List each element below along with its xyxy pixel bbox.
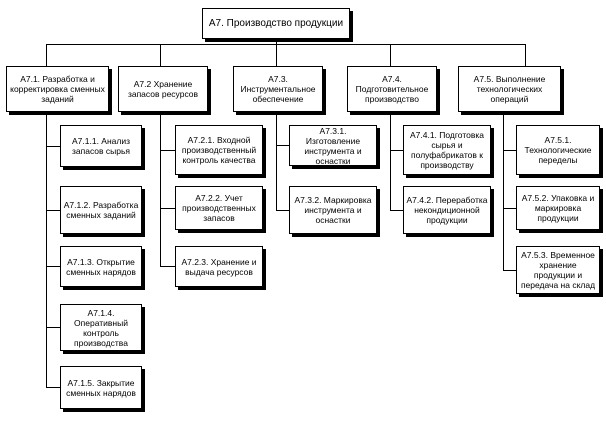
connector [276, 39, 277, 44]
leaf-node-7-1-3: А7.1.3. Открытие сменных нарядов [60, 246, 142, 287]
leaf-node-7-3-2: А7.3.2. Маркировка инструмента и оснастк… [289, 186, 377, 234]
branch-node-3: А7.3. Инструментальное обеспечение [233, 66, 323, 112]
leaf-node-7-5-2: А7.5.2. Упаковка и маркировка продукции [516, 186, 600, 230]
connector [503, 150, 516, 151]
connector [276, 145, 289, 146]
branch-node-5: А7.5. Выполнение технологических операци… [458, 66, 561, 112]
leaf-node-7-4-1: А7.4.1. Подготовка сырья и полуфабрикато… [403, 125, 491, 175]
leaf-node-7-2-3: А7.2.3. Хранение и выдача ресурсов [175, 246, 263, 287]
leaf-node-7-2-2: А7.2.2. Учет производственных запасов [175, 186, 263, 230]
connector [503, 112, 504, 270]
connector [525, 44, 526, 66]
leaf-node-7-4-2: А7.4.2. Переработка некондиционной проду… [403, 186, 491, 234]
leaf-node-7-2-1: А7.2.1. Входной производственный контрол… [175, 125, 263, 175]
leaf-node-7-1-5: А7.1.5. Закрытие сменных нарядов [60, 366, 142, 409]
root-node: А7. Производство продукции [202, 8, 350, 39]
leaf-node-7-1-1: А7.1.1. Анализ запасов сырья [60, 125, 142, 167]
connector [46, 327, 60, 328]
connector [276, 44, 277, 66]
connector [46, 44, 525, 45]
leaf-node-7-5-1: А7.5.1. Технологические переделы [516, 125, 600, 175]
connector [46, 44, 47, 66]
leaf-node-7-1-4: А7.1.4. Оперативный контроль производств… [60, 304, 142, 351]
connector [160, 44, 161, 66]
connector [46, 146, 60, 147]
connector [160, 266, 175, 267]
connector [503, 270, 516, 271]
connector [390, 150, 403, 151]
connector [46, 112, 47, 387]
connector [390, 44, 391, 66]
connector [46, 387, 60, 388]
connector [276, 112, 277, 210]
connector [46, 266, 60, 267]
leaf-node-7-1-2: А7.1.2. Разработка сменных заданий [60, 186, 142, 234]
connector [390, 210, 403, 211]
connector [503, 208, 516, 209]
branch-node-1: А7.1. Разработка и корректировка сменных… [6, 66, 109, 112]
branch-node-2: А7.2 Хранение запасов ресурсов [118, 66, 208, 112]
connector [390, 112, 391, 210]
connector [46, 210, 60, 211]
branch-node-4: А7.4. Подготовительное производство [347, 66, 437, 112]
connector [160, 112, 161, 266]
leaf-node-7-5-3: А7.5.3. Временное хранение продукции и п… [516, 246, 600, 294]
connector [160, 150, 175, 151]
connector [276, 210, 289, 211]
connector [160, 208, 175, 209]
leaf-node-7-3-1: А7.3.1. Изготовление инструмента и оснас… [289, 125, 377, 166]
